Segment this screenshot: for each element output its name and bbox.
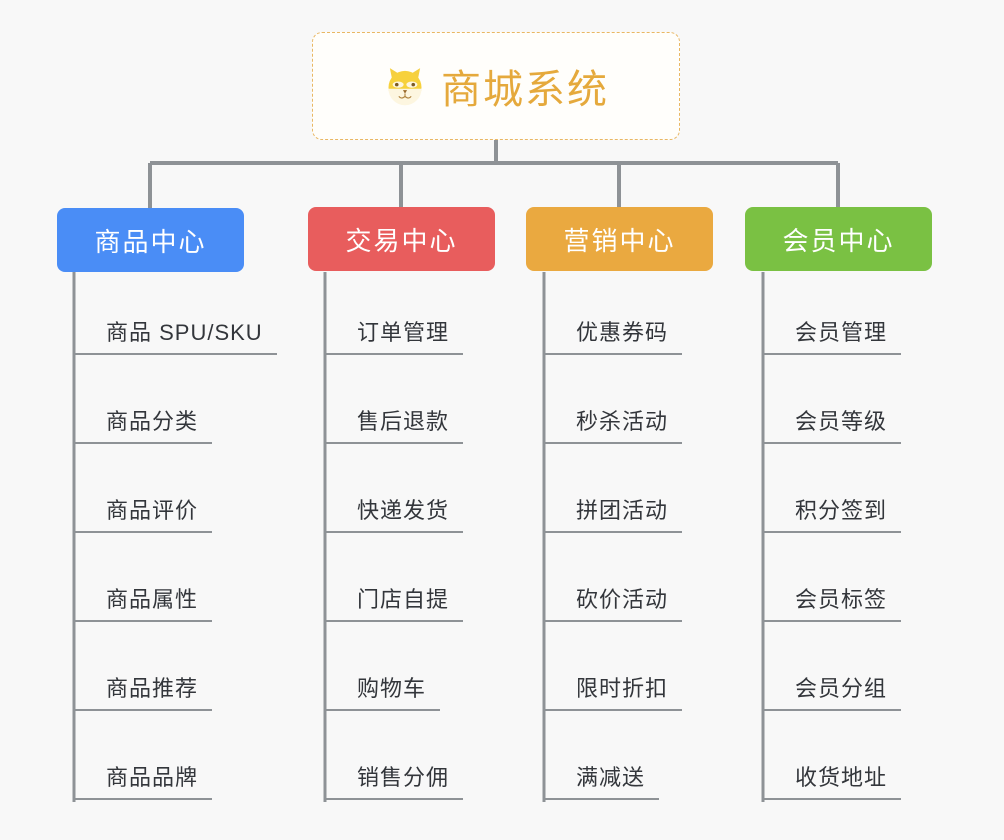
branch-label: 商品中心	[94, 226, 207, 257]
leaf-item[interactable]: 商品属性	[74, 533, 304, 622]
leaf-item[interactable]: 满减送	[544, 711, 744, 800]
branch-node-product-center[interactable]: 商品中心	[57, 208, 244, 272]
leaf-item[interactable]: 购物车	[325, 622, 525, 711]
leaf-item[interactable]: 秒杀活动	[544, 355, 744, 444]
leaf-label: 拼团活动	[544, 493, 683, 533]
leaf-item[interactable]: 订单管理	[325, 266, 525, 355]
root-title: 商城系统	[441, 68, 609, 112]
leaf-item[interactable]: 拼团活动	[544, 444, 744, 533]
leaf-label: 订单管理	[325, 315, 464, 355]
leaf-item[interactable]: 限时折扣	[544, 622, 744, 711]
leaf-label: 收货地址	[763, 760, 902, 800]
leaf-item[interactable]: 优惠券码	[544, 266, 744, 355]
leaf-label: 会员标签	[763, 582, 902, 622]
root-node[interactable]: 商城系统	[312, 32, 680, 140]
leaf-item[interactable]: 积分签到	[763, 444, 963, 533]
leaf-column-trade-center: 订单管理 售后退款 快递发货 门店自提 购物车 销售分佣	[325, 266, 525, 800]
leaf-item[interactable]: 售后退款	[325, 355, 525, 444]
leaf-item[interactable]: 会员管理	[763, 266, 963, 355]
leaf-label: 秒杀活动	[544, 404, 683, 444]
leaf-item[interactable]: 会员等级	[763, 355, 963, 444]
leaf-item[interactable]: 商品评价	[74, 444, 304, 533]
leaf-label: 门店自提	[325, 582, 464, 622]
branch-node-marketing-center[interactable]: 营销中心	[526, 207, 713, 271]
leaf-item[interactable]: 商品 SPU/SKU	[74, 266, 304, 355]
leaf-item[interactable]: 砍价活动	[544, 533, 744, 622]
leaf-label: 积分签到	[763, 493, 902, 533]
leaf-item[interactable]: 商品推荐	[74, 622, 304, 711]
branch-node-member-center[interactable]: 会员中心	[745, 207, 932, 271]
leaf-label: 商品 SPU/SKU	[74, 315, 277, 355]
branch-label: 营销中心	[563, 225, 676, 256]
leaf-item[interactable]: 销售分佣	[325, 711, 525, 800]
leaf-label: 商品品牌	[74, 760, 213, 800]
leaf-label: 商品属性	[74, 582, 213, 622]
leaf-label: 商品推荐	[74, 671, 213, 711]
leaf-label: 销售分佣	[325, 760, 464, 800]
leaf-label: 快递发货	[325, 493, 464, 533]
leaf-label: 限时折扣	[544, 671, 683, 711]
leaf-column-product-center: 商品 SPU/SKU 商品分类 商品评价 商品属性 商品推荐 商品品牌	[74, 266, 304, 800]
branch-label: 交易中心	[345, 225, 458, 256]
leaf-label: 满减送	[544, 760, 660, 800]
leaf-item[interactable]: 门店自提	[325, 533, 525, 622]
leaf-item[interactable]: 快递发货	[325, 444, 525, 533]
leaf-label: 商品评价	[74, 493, 213, 533]
leaf-item[interactable]: 商品分类	[74, 355, 304, 444]
shiba-dog-face-icon	[383, 64, 427, 108]
branch-label: 会员中心	[782, 225, 895, 256]
leaf-column-member-center: 会员管理 会员等级 积分签到 会员标签 会员分组 收货地址	[763, 266, 963, 800]
leaf-label: 会员分组	[763, 671, 902, 711]
leaf-label: 售后退款	[325, 404, 464, 444]
leaf-item[interactable]: 会员标签	[763, 533, 963, 622]
branch-node-trade-center[interactable]: 交易中心	[308, 207, 495, 271]
leaf-label: 会员管理	[763, 315, 902, 355]
leaf-label: 优惠券码	[544, 315, 683, 355]
leaf-item[interactable]: 收货地址	[763, 711, 963, 800]
leaf-column-marketing-center: 优惠券码 秒杀活动 拼团活动 砍价活动 限时折扣 满减送	[544, 266, 744, 800]
leaf-label: 商品分类	[74, 404, 213, 444]
leaf-item[interactable]: 会员分组	[763, 622, 963, 711]
leaf-label: 购物车	[325, 671, 441, 711]
leaf-label: 会员等级	[763, 404, 902, 444]
leaf-item[interactable]: 商品品牌	[74, 711, 304, 800]
leaf-label: 砍价活动	[544, 582, 683, 622]
